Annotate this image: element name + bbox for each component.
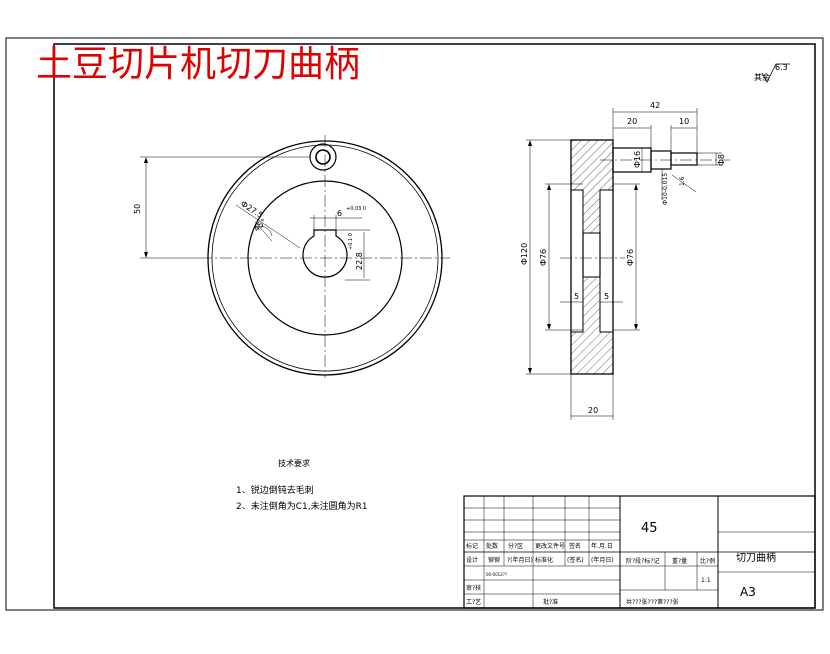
svg-text:批?准: 批?准 bbox=[543, 598, 558, 606]
svg-text:铆铆: 铆铆 bbox=[488, 556, 500, 564]
svg-text:标记: 标记 bbox=[466, 542, 478, 550]
side-view: 42 20 10 Ф16 Ф8 Ф10-0.015 1.6 Ф120 Ф76 bbox=[520, 101, 730, 420]
svg-text:+0.03 0: +0.03 0 bbox=[346, 206, 366, 212]
svg-text:42: 42 bbox=[650, 101, 660, 110]
svg-text:5: 5 bbox=[604, 292, 609, 301]
inner-border bbox=[53, 43, 816, 609]
svg-text:分?区: 分?区 bbox=[508, 542, 523, 550]
svg-text:设计: 设计 bbox=[466, 556, 478, 564]
svg-text:其余: 其余 bbox=[754, 72, 770, 82]
svg-text:年.月.日: 年.月.日 bbox=[591, 542, 613, 550]
svg-text:Ф10-0.015: Ф10-0.015 bbox=[662, 173, 669, 205]
svg-text:00-0012??: 00-0012?? bbox=[486, 572, 507, 577]
svg-text:工?艺: 工?艺 bbox=[466, 598, 481, 606]
svg-text:45°: 45° bbox=[252, 217, 268, 233]
svg-text:技术要求: 技术要求 bbox=[278, 458, 310, 468]
svg-text:1、锐边倒钝去毛刺: 1、锐边倒钝去毛刺 bbox=[236, 484, 314, 496]
svg-text:比?例: 比?例 bbox=[700, 557, 715, 565]
svg-text:20: 20 bbox=[627, 117, 637, 126]
svg-text:6: 6 bbox=[337, 209, 342, 218]
svg-text:Ф16: Ф16 bbox=[633, 151, 642, 168]
material-count: 45 bbox=[641, 521, 658, 536]
svg-text:50: 50 bbox=[133, 204, 142, 214]
svg-text:共???张???第???张: 共???张???第???张 bbox=[626, 598, 679, 606]
svg-text:签名: 签名 bbox=[569, 542, 581, 550]
svg-text:重?量: 重?量 bbox=[672, 557, 687, 565]
svg-text:20: 20 bbox=[588, 406, 598, 415]
svg-text:Ф8: Ф8 bbox=[717, 154, 726, 166]
svg-text:处数: 处数 bbox=[486, 542, 498, 550]
sheet-size: A3 bbox=[740, 585, 756, 599]
svg-text:22.8: 22.8 bbox=[355, 252, 364, 270]
svg-text:阶?段?标?记: 阶?段?标?记 bbox=[626, 557, 660, 565]
svg-text:更改文件号: 更改文件号 bbox=[535, 542, 565, 550]
svg-text:+0.1 0: +0.1 0 bbox=[348, 233, 354, 250]
svg-text:(年月日): (年月日) bbox=[591, 556, 614, 564]
title-block: 45 切刀曲柄 A3 1:1 共???张???第???张 标记 处数 分?区 更… bbox=[463, 495, 816, 609]
svg-text:审?核: 审?核 bbox=[466, 584, 481, 592]
svg-text:Ф120: Ф120 bbox=[520, 243, 529, 265]
svg-text:?(年月日): ?(年月日) bbox=[507, 556, 533, 564]
outer-border bbox=[5, 37, 824, 611]
svg-text:2、未注倒角为C1,未注圆角为R1: 2、未注倒角为C1,未注圆角为R1 bbox=[236, 500, 368, 512]
svg-text:5: 5 bbox=[574, 292, 579, 301]
svg-text:Ф76: Ф76 bbox=[539, 249, 548, 266]
part-name: 切刀曲柄 bbox=[736, 551, 776, 564]
roughness-symbol: 其余 6.3 bbox=[754, 63, 790, 83]
drawing-title: 土豆切片机切刀曲柄 bbox=[36, 44, 360, 85]
scale-value: 1:1 bbox=[701, 577, 711, 584]
svg-text:6.3: 6.3 bbox=[775, 63, 788, 72]
tech-requirements: 技术要求 1、锐边倒钝去毛刺 2、未注倒角为C1,未注圆角为R1 bbox=[236, 458, 368, 512]
svg-text:(签名): (签名) bbox=[567, 556, 584, 564]
svg-text:标准化: 标准化 bbox=[535, 556, 553, 564]
svg-text:1.6: 1.6 bbox=[679, 176, 686, 186]
svg-text:10: 10 bbox=[679, 117, 689, 126]
svg-text:Ф76: Ф76 bbox=[626, 249, 635, 266]
front-view: 50 Ф27.5 45° 6 +0.03 0 22.8 +0.1 0 bbox=[133, 135, 450, 378]
